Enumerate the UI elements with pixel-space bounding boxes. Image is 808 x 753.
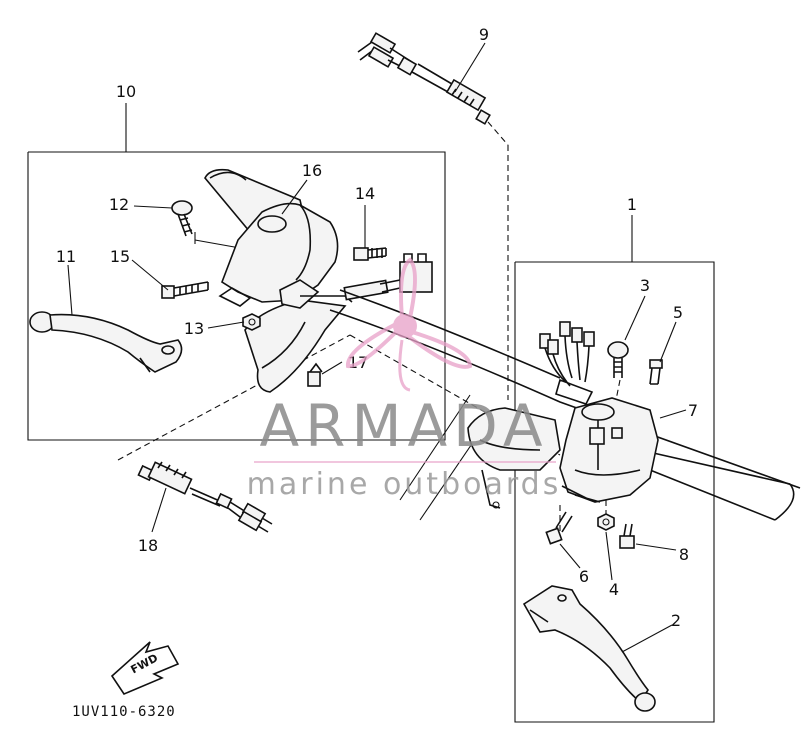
callout-16: 16	[302, 161, 322, 180]
callout-15: 15	[110, 247, 130, 266]
callout-9: 9	[479, 25, 489, 44]
part-18-cable-sensor	[137, 461, 273, 533]
part-4-nut	[597, 513, 615, 531]
watermark-tagline: marine outboards	[247, 467, 562, 502]
connector-cluster-right	[539, 321, 595, 405]
callout-3: 3	[640, 276, 650, 295]
part-12-screw	[171, 200, 193, 237]
callout-1: 1	[627, 195, 637, 214]
callout-14: 14	[355, 184, 375, 203]
propeller-logo-icon	[345, 257, 473, 392]
callout-12: 12	[109, 195, 129, 214]
callout-6: 6	[579, 567, 589, 586]
part-3-screw	[607, 341, 629, 378]
callout-10: 10	[116, 82, 136, 101]
part-5-screw	[649, 359, 663, 385]
callout-18: 18	[138, 536, 158, 555]
part-6-screw	[545, 511, 573, 545]
part-11-left-lever	[29, 311, 183, 373]
part-2-right-lever	[522, 585, 656, 712]
callout-2: 2	[671, 611, 681, 630]
group-box-1	[514, 215, 715, 723]
callout-8: 8	[679, 545, 689, 564]
callout-13: 13	[184, 319, 204, 338]
part-17-bolt	[307, 362, 323, 387]
part-7-right-switch-housing	[559, 397, 659, 503]
part-13-nut	[242, 313, 261, 331]
group-box-10	[27, 103, 446, 441]
fwd-arrow-icon: FWD	[110, 641, 180, 695]
leader-lines	[67, 42, 687, 653]
watermark: ARMADA marine outboards	[247, 257, 562, 502]
watermark-brand: ARMADA	[259, 392, 548, 460]
part-9-cable-sensor	[357, 32, 491, 125]
connector-block-left	[379, 253, 433, 293]
throttle-sleeve	[467, 407, 561, 509]
callout-7: 7	[688, 401, 698, 420]
callout-5: 5	[673, 303, 683, 322]
callout-11: 11	[56, 247, 76, 266]
callout-4: 4	[609, 580, 619, 599]
part-15-screw	[161, 281, 209, 299]
part-8-screw	[619, 523, 635, 549]
handlebar-tube	[209, 171, 801, 521]
part-14-screw	[353, 247, 387, 261]
diagram-part-code: 1UV110-6320	[72, 704, 176, 720]
callout-labels: 9 10 16 12 14 15 11 13 17 18 1 3 5 7 8 6…	[56, 25, 698, 630]
part-16-left-switch-housing	[204, 168, 389, 393]
